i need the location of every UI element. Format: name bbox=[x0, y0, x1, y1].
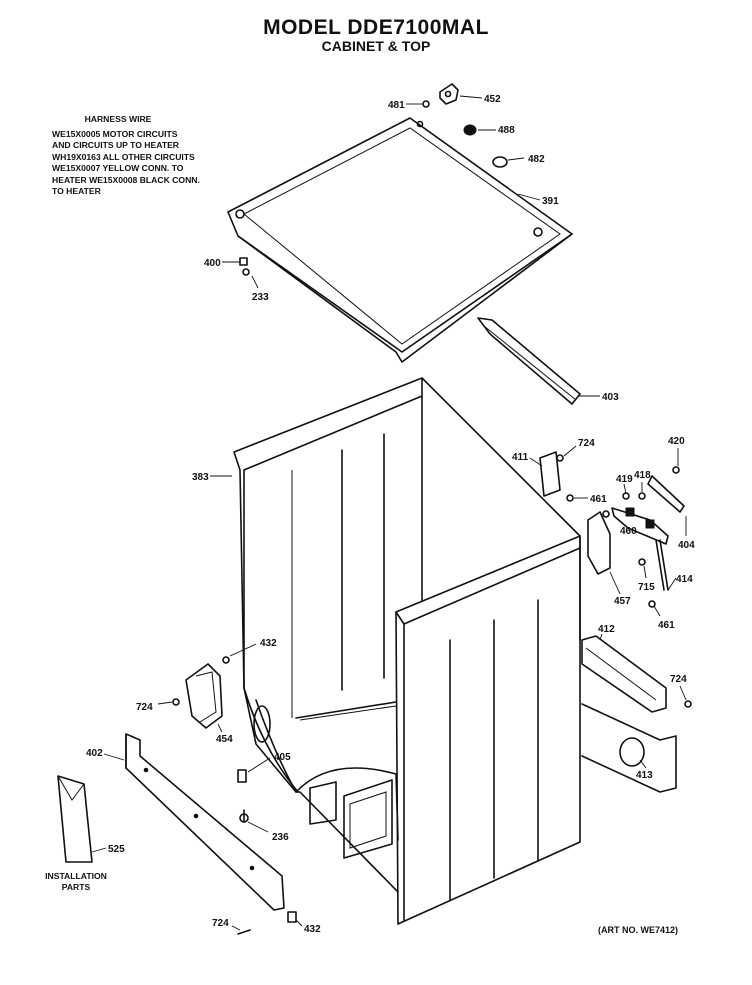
top-small-parts bbox=[239, 83, 508, 276]
door-hinge-bracket bbox=[172, 656, 230, 729]
harness-line: AND CIRCUITS UP TO HEATER bbox=[52, 140, 180, 150]
harness-line: WE15X0005 MOTOR CIRCUITS bbox=[52, 128, 178, 139]
callout-402: 402 bbox=[86, 748, 103, 759]
callout-481: 481 bbox=[388, 100, 405, 111]
callout-414: 414 bbox=[676, 574, 693, 585]
harness-heading: HARNESS WIRE bbox=[84, 114, 152, 124]
callout-418: 418 bbox=[634, 470, 651, 481]
callout-432-b: 432 bbox=[304, 924, 321, 935]
callout-452: 452 bbox=[484, 94, 501, 105]
callout-461-b: 461 bbox=[658, 620, 675, 631]
callout-457: 457 bbox=[614, 596, 631, 607]
section-title: CABINET & TOP bbox=[321, 38, 431, 54]
callout-461-a: 461 bbox=[590, 494, 607, 505]
callout-724-d: 724 bbox=[212, 918, 229, 929]
callout-715: 715 bbox=[638, 582, 655, 593]
callout-236: 236 bbox=[272, 832, 289, 843]
callout-488: 488 bbox=[498, 125, 515, 136]
callout-391: 391 bbox=[542, 196, 559, 207]
top-panel bbox=[227, 117, 581, 405]
art-number: (ART NO. WE7412) bbox=[598, 925, 679, 935]
callout-403: 403 bbox=[602, 392, 619, 403]
callout-482: 482 bbox=[528, 154, 545, 165]
callout-724-b: 724 bbox=[670, 674, 687, 685]
callout-413: 413 bbox=[636, 770, 653, 781]
callout-525: 525 bbox=[108, 844, 125, 855]
installation-parts-label: INSTALLATION PARTS bbox=[45, 871, 107, 892]
callout-724-a: 724 bbox=[578, 438, 595, 449]
harness-line: HEATER WE15X0008 BLACK CONN. bbox=[52, 174, 200, 185]
callout-454: 454 bbox=[216, 734, 233, 745]
callout-404: 404 bbox=[678, 540, 695, 551]
callout-383: 383 bbox=[192, 472, 209, 483]
callout-411: 411 bbox=[512, 452, 529, 463]
callout-233: 233 bbox=[252, 292, 269, 303]
callout-420: 420 bbox=[668, 436, 685, 447]
callout-400: 400 bbox=[204, 258, 221, 269]
harness-wire-note: HARNESS WIRE WE15X0005 MOTOR CIRCUITS AN… bbox=[52, 114, 252, 198]
installation-parts-bag bbox=[57, 775, 93, 863]
harness-line: WH19X0163 ALL OTHER CIRCUITS bbox=[52, 151, 195, 162]
model-title: MODEL DDE7100MAL bbox=[263, 16, 489, 39]
terminal-block-assembly bbox=[539, 451, 692, 708]
base-rail bbox=[581, 635, 677, 793]
callout-419: 419 bbox=[616, 474, 633, 485]
callout-432-a: 432 bbox=[260, 638, 277, 649]
toe-kick-panel bbox=[125, 733, 297, 935]
callout-460: 460 bbox=[620, 526, 637, 537]
cabinet bbox=[233, 377, 581, 925]
callout-412: 412 bbox=[598, 624, 615, 635]
callout-724-c: 724 bbox=[136, 702, 153, 713]
callout-numbers: 452 481 488 482 391 400 233 403 383 411 … bbox=[86, 94, 695, 935]
harness-line: WE15X0007 YELLOW CONN. TO bbox=[52, 163, 184, 173]
leader-lines bbox=[91, 95, 687, 931]
callout-405: 405 bbox=[274, 752, 291, 763]
harness-line: TO HEATER bbox=[52, 186, 101, 196]
